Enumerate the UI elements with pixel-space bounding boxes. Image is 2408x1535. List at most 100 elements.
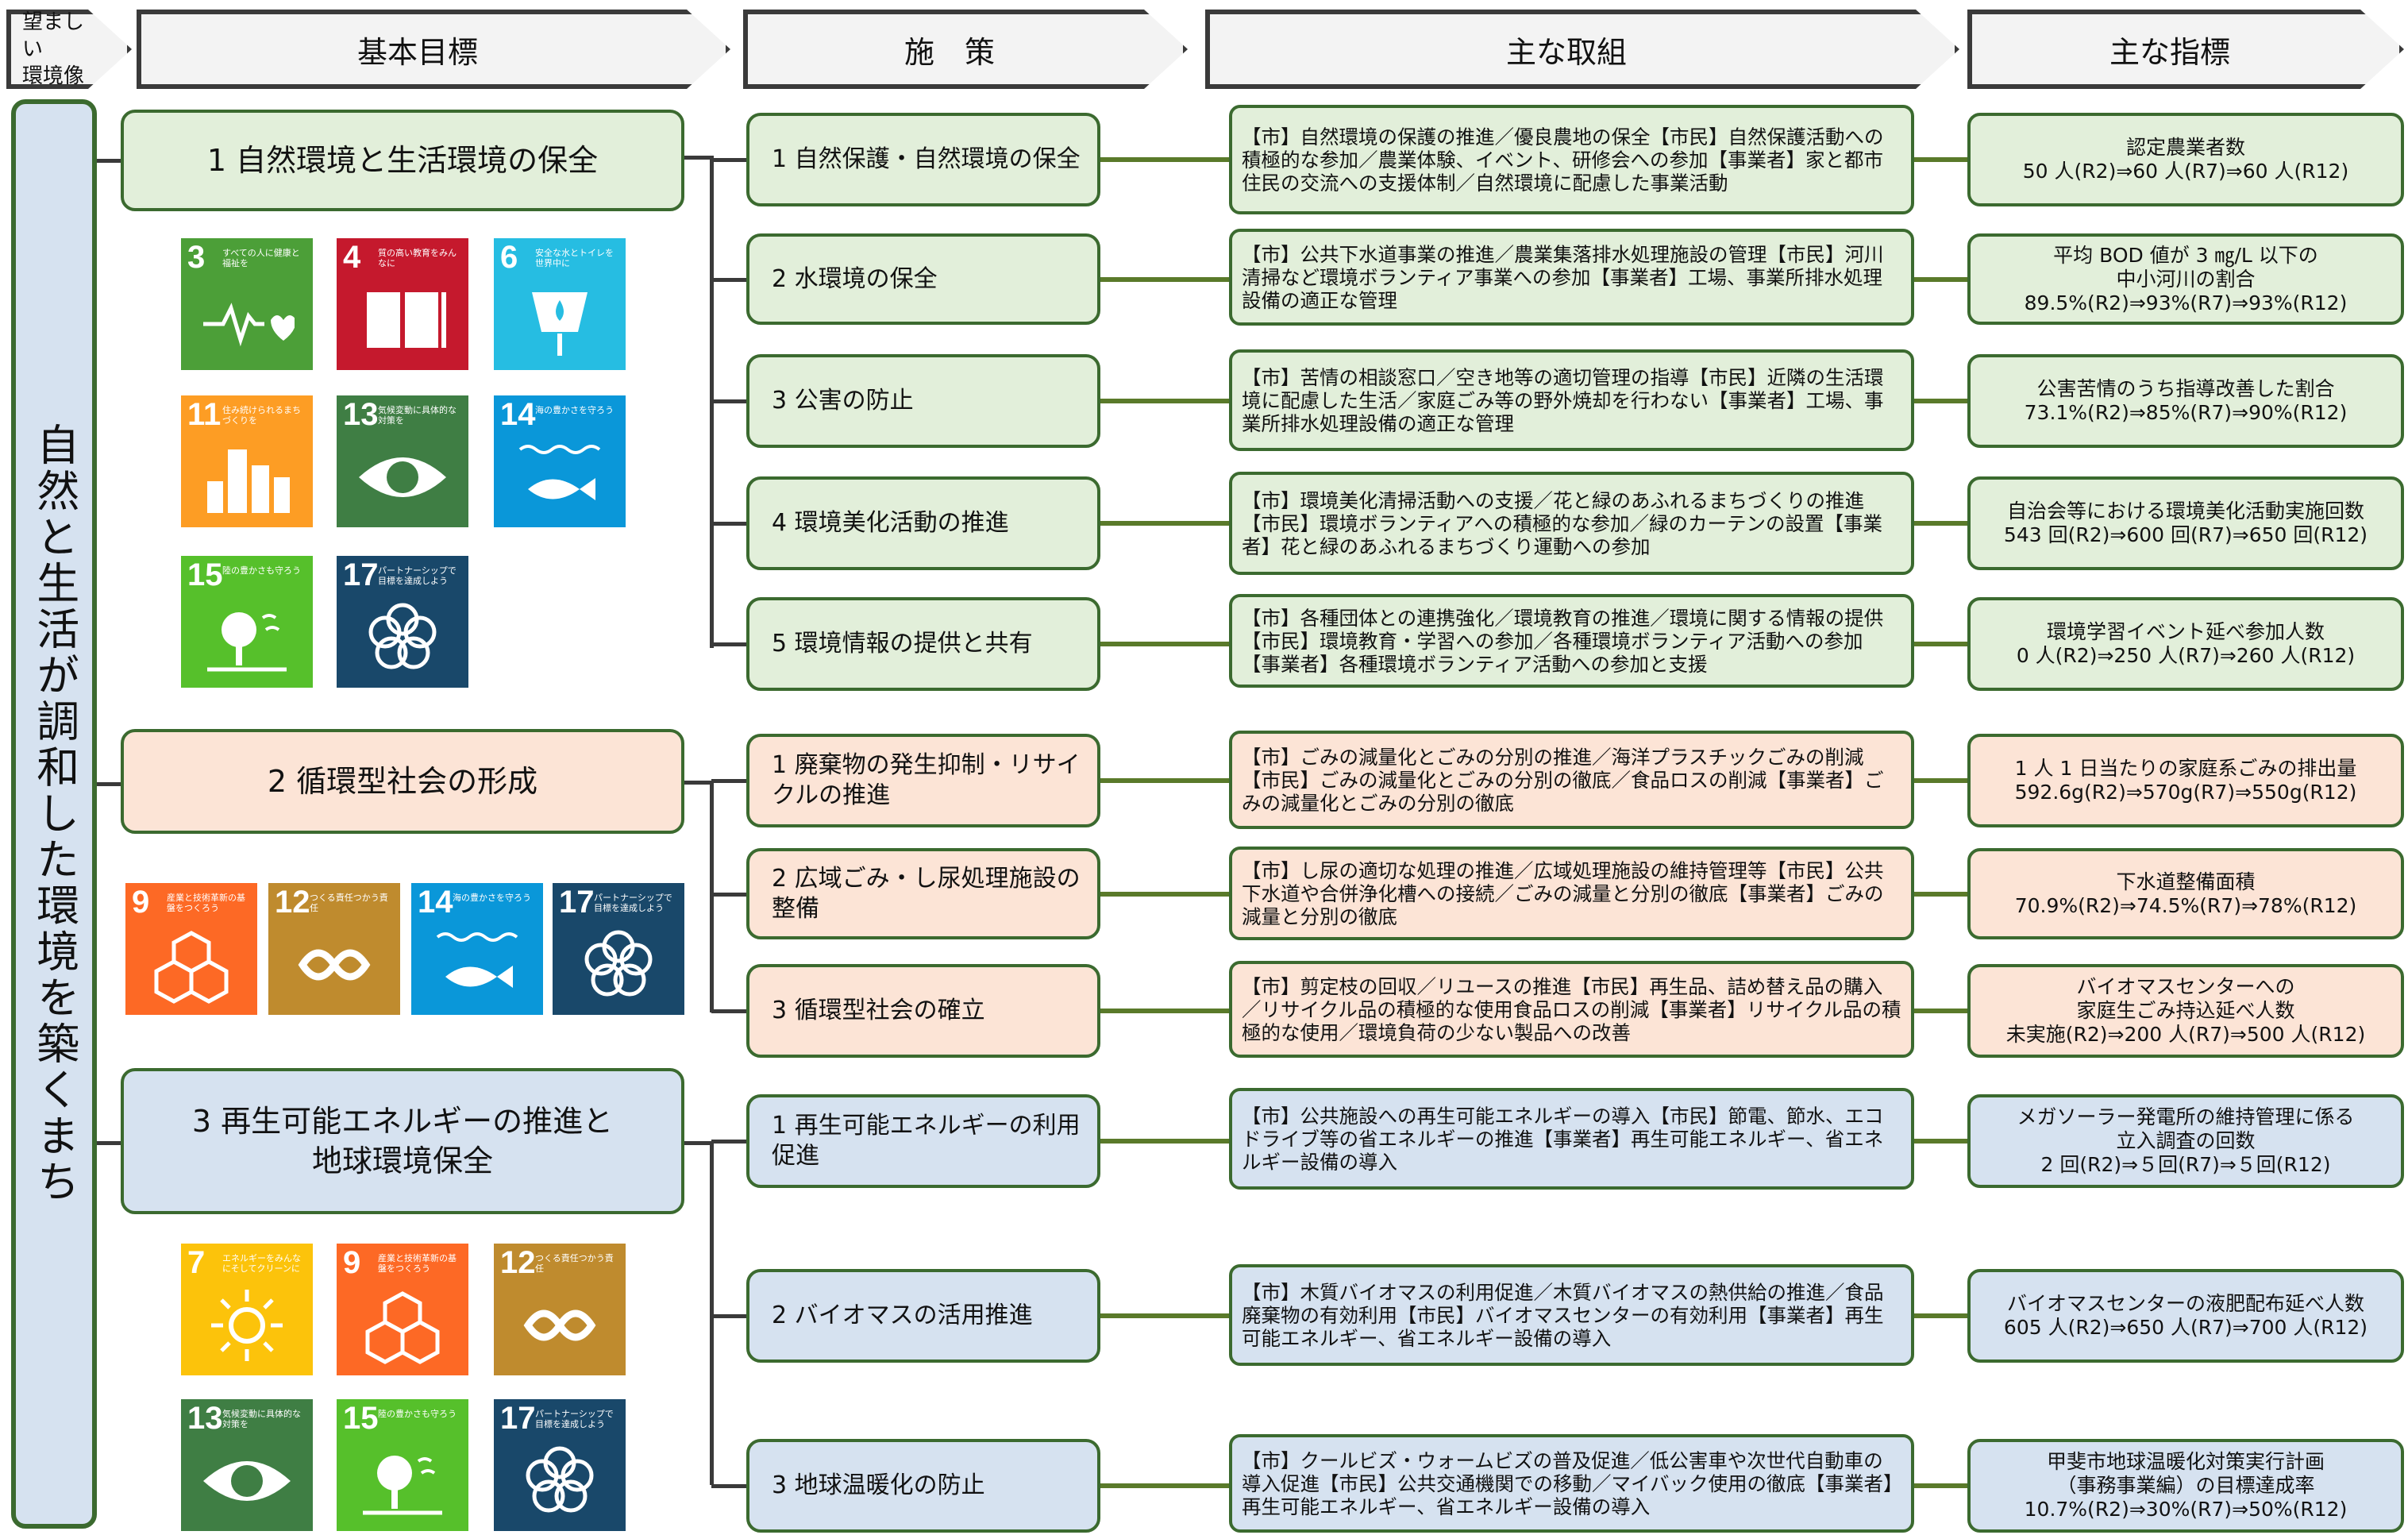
connector [1914, 778, 1969, 783]
connector [711, 158, 748, 162]
water-icon [532, 292, 588, 356]
connector [1100, 1483, 1231, 1488]
connector [1100, 276, 1231, 282]
connector [1100, 1313, 1231, 1318]
action-text: 【市】木質バイオマスの利用促進／木質バイオマスの熱供給の推進／食品廃棄物の有効利… [1242, 1280, 1884, 1350]
connector [684, 156, 711, 160]
sun-icon [211, 1290, 283, 1361]
connector [711, 277, 748, 282]
indicator-line: 543 回(R2)⇒600 回(R7)⇒650 回(R12) [2003, 523, 2368, 546]
action-1: 【市】自然環境の保護の推進／優良農地の保全【市民】自然保護活動への積極的な参加／… [1229, 105, 1914, 214]
connector [711, 642, 748, 646]
indicator-line: 89.5%(R2)⇒93%(R7)⇒93%(R12) [2024, 291, 2348, 314]
tree-icon [207, 612, 287, 672]
fish-icon [518, 445, 601, 500]
action-2: 【市】公共下水道事業の推進／農業集落排水処理施設の管理【市民】河川清掃など環境ボ… [1229, 229, 1914, 326]
sdg-number: 17 [500, 1401, 536, 1436]
measure-10: 2 バイオマスの活用推進 [746, 1269, 1100, 1363]
sdg-number: 9 [132, 885, 150, 920]
action-6: 【市】ごみの減量化とごみの分別の推進／海洋プラスチックごみの削減【市民】ごみの減… [1229, 731, 1914, 829]
sdg-number: 17 [559, 885, 595, 920]
sdg-label: パートナーシップで目標を達成しよう [535, 1409, 614, 1429]
sdg-number: 13 [187, 1401, 223, 1436]
connector [97, 782, 122, 786]
sdg-label: 海の豊かさを守ろう [535, 405, 614, 415]
action-text: 【市】苦情の相談窓口／空き地等の適切管理の指導【市民】近隣の生活環境に配慮した生… [1242, 365, 1884, 435]
sdg-label: パートナーシップで目標を達成しよう [378, 565, 457, 586]
connector [1914, 891, 1969, 897]
sdg-label: パートナーシップで目標を達成しよう [594, 893, 672, 913]
tree-icon [363, 1456, 442, 1515]
sdg-number: 11 [187, 397, 222, 432]
flower-icon [368, 603, 437, 669]
city-icon [207, 449, 290, 513]
indicator-line: 未実施(R2)⇒200 人(R7)⇒500 人(R12) [2005, 1023, 2366, 1046]
sdg-label: 気候変動に具体的な対策を [378, 405, 457, 426]
sdg-number: 12 [500, 1245, 536, 1280]
sdg-label: 海の豊かさを守ろう [453, 893, 531, 903]
infinity-icon [298, 949, 371, 981]
indicator-line: 環境学習イベント延べ参加人数 [2046, 620, 2325, 643]
action-text: 【市】ごみの減量化とごみの分別の推進／海洋プラスチックごみの削減【市民】ごみの減… [1242, 745, 1884, 815]
eye-globe-icon [359, 457, 446, 497]
sdg-label: 産業と技術革新の基盤をつくろう [378, 1253, 457, 1274]
header-goal: 基本目標 [137, 10, 730, 89]
fish-icon [436, 932, 518, 988]
connector [711, 892, 748, 897]
sdg-number: 15 [187, 557, 223, 592]
action-text: 【市】公共下水道事業の推進／農業集落排水処理施設の管理【市民】河川清掃など環境ボ… [1242, 242, 1884, 312]
indicator-line: 2 回(R2)⇒５回(R7)⇒５回(R12) [2040, 1153, 2331, 1176]
connector [711, 1009, 748, 1013]
indicator-line: 立入調査の回数 [2116, 1129, 2256, 1152]
measure-3: 3 公害の防止 [746, 354, 1100, 448]
connector [1100, 1139, 1231, 1144]
connector [1914, 1313, 1969, 1318]
sdg-label: 住み続けられるまちづくりを [222, 405, 301, 426]
indicator-line: 605 人(R2)⇒650 人(R7)⇒700 人(R12) [2003, 1316, 2368, 1339]
sdg-number: 13 [343, 397, 379, 432]
connector [1100, 642, 1231, 646]
book-icon [367, 292, 446, 348]
connector [1100, 521, 1231, 526]
connector [710, 781, 714, 1012]
indicator-line: 甲斐市地球温暖化対策実行計画 [2046, 1450, 2325, 1473]
sdg-label: エネルギーをみんなにそしてクリーンに [222, 1253, 301, 1274]
measure-8: 3 循環型社会の確立 [746, 964, 1100, 1058]
connector [1100, 891, 1231, 897]
sdg-label: すべての人に健康と福祉を [222, 248, 300, 268]
connector [711, 779, 748, 783]
indicator-line: 73.1%(R2)⇒85%(R7)⇒90%(R12) [2024, 401, 2348, 424]
connector [711, 1140, 748, 1144]
sdg-label: 産業と技術革新の基盤をつくろう [167, 893, 245, 913]
action-text: 【市】各種団体との連携強化／環境教育の推進／環境に関する情報の提供【市民】環境教… [1242, 606, 1884, 676]
indicator-line: （事務事業編）の目標達成率 [2056, 1474, 2315, 1497]
indicator-line: 平均 BOD 値が 3 ㎎/L 以下の [2053, 243, 2318, 267]
eye-globe-icon [203, 1461, 291, 1501]
connector [1100, 157, 1231, 162]
sdg-number: 6 [500, 240, 518, 275]
indicator-line: 公害苦情のうち指導改善した割合 [2036, 377, 2335, 400]
action-5: 【市】各種団体との連携強化／環境教育の推進／環境に関する情報の提供【市民】環境教… [1229, 594, 1914, 688]
connector [1914, 642, 1969, 646]
measure-11: 3 地球温暖化の防止 [746, 1439, 1100, 1533]
action-text: 【市】自然環境の保護の推進／優良農地の保全【市民】自然保護活動への積極的な参加／… [1242, 125, 1884, 195]
